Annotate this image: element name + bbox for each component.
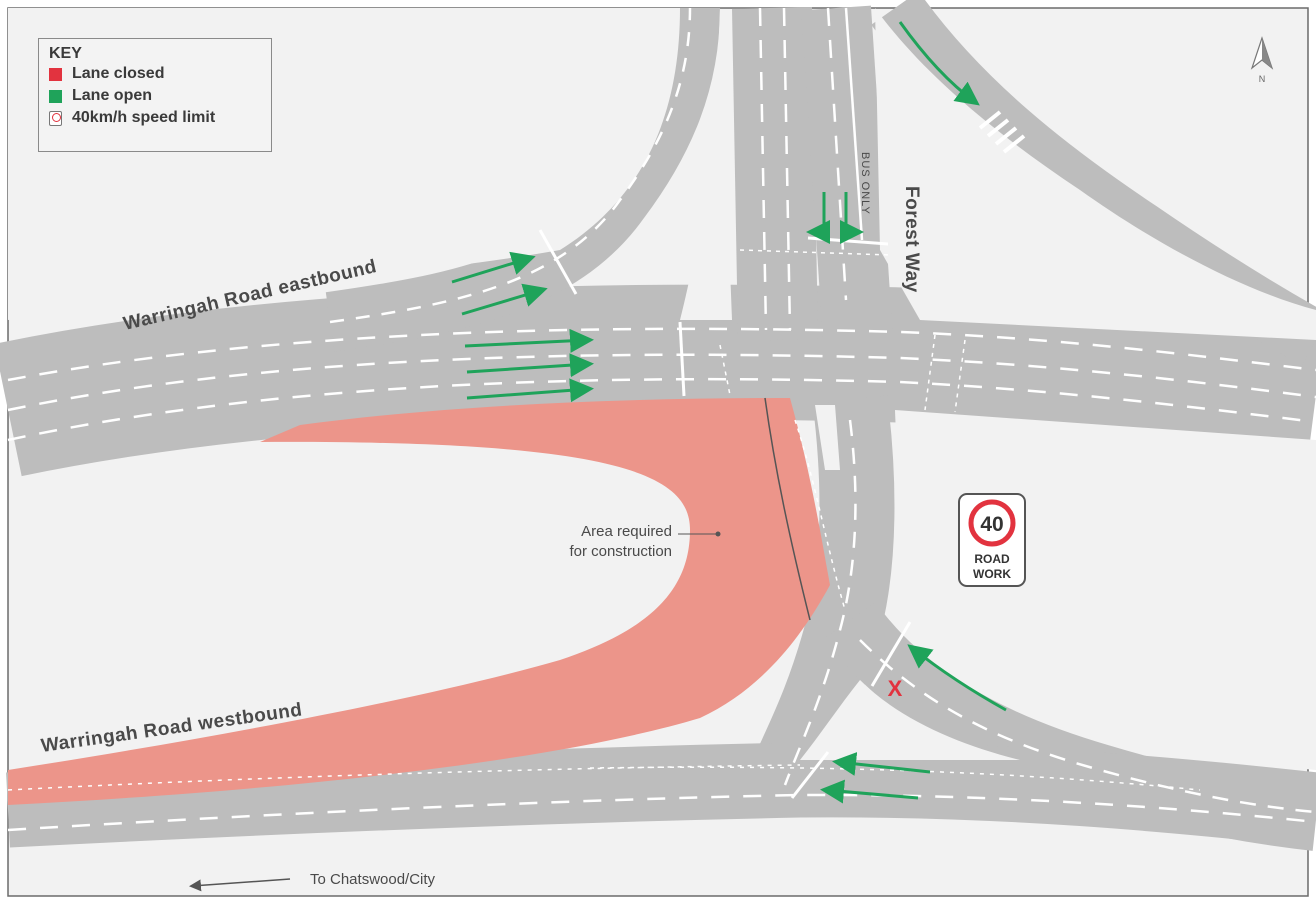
key-title: KEY (49, 45, 82, 62)
direction-arrow-icon (189, 878, 291, 892)
label-bus-only: BUS ONLY (859, 152, 871, 215)
arrow-west-3 (820, 779, 919, 804)
lane-open-swatch (49, 89, 62, 103)
annotation-line1: Area required (581, 523, 672, 540)
sign-line1: ROAD (974, 552, 1010, 566)
arrow-west-1 (907, 644, 1007, 712)
annotation-dot (715, 531, 721, 537)
pedestrian-crossing (978, 110, 1026, 154)
annotation-line2: for construction (569, 543, 672, 560)
warringah-road-westbound (6, 742, 1316, 848)
key-item-lane-open: Lane open (49, 85, 261, 107)
roads-layer (0, 0, 1316, 851)
compass-label: N (1259, 74, 1266, 84)
forest-way-north (732, 7, 818, 341)
forest-way-bus-lanes (801, 5, 893, 343)
arrow-bus-right (840, 192, 864, 244)
island-north-east (875, 8, 1316, 340)
key-item-label: 40km/h speed limit (72, 109, 216, 126)
eastbound-ramp (325, 7, 720, 352)
label-forest-way: Forest Way (901, 186, 922, 293)
lane-markings (7, 7, 1316, 832)
lane-closed-swatch (49, 67, 62, 81)
island-median (815, 405, 840, 470)
sign-line2: WORK (973, 567, 1011, 581)
island-triangle (800, 680, 1020, 760)
island-north-middle (680, 8, 732, 320)
arrow-west-2 (832, 752, 931, 776)
arrow-east-3 (464, 328, 594, 353)
compass: N (1250, 36, 1274, 84)
key-item-lane-closed: Lane closed (49, 63, 261, 85)
speed-sign-icon (49, 110, 62, 126)
warringah-road-main (0, 284, 1316, 477)
arrow-east-2 (461, 283, 548, 316)
construction-edge-line (764, 397, 811, 621)
arrow-east-5 (466, 378, 594, 403)
key-item-label: Lane open (72, 87, 153, 104)
map-key: KEY Lane closed Lane open 40km/h speed l… (38, 38, 272, 152)
arrow-east-4 (466, 353, 594, 378)
sign-speed: 40 (980, 513, 1003, 536)
direction-label: To Chatswood/City (310, 871, 436, 888)
construction-area (8, 398, 830, 805)
lane-closed-marker: X (888, 676, 903, 701)
key-item-label: Lane closed (72, 65, 165, 82)
road-work-sign: 40 ROAD WORK (958, 493, 1026, 587)
arrow-ne-slip (898, 21, 980, 106)
arrow-east-1 (451, 251, 536, 284)
key-item-speed-limit: 40km/h speed limit (49, 107, 261, 129)
arrow-bus-left (806, 192, 830, 244)
lane-open-arrows (451, 21, 1007, 804)
